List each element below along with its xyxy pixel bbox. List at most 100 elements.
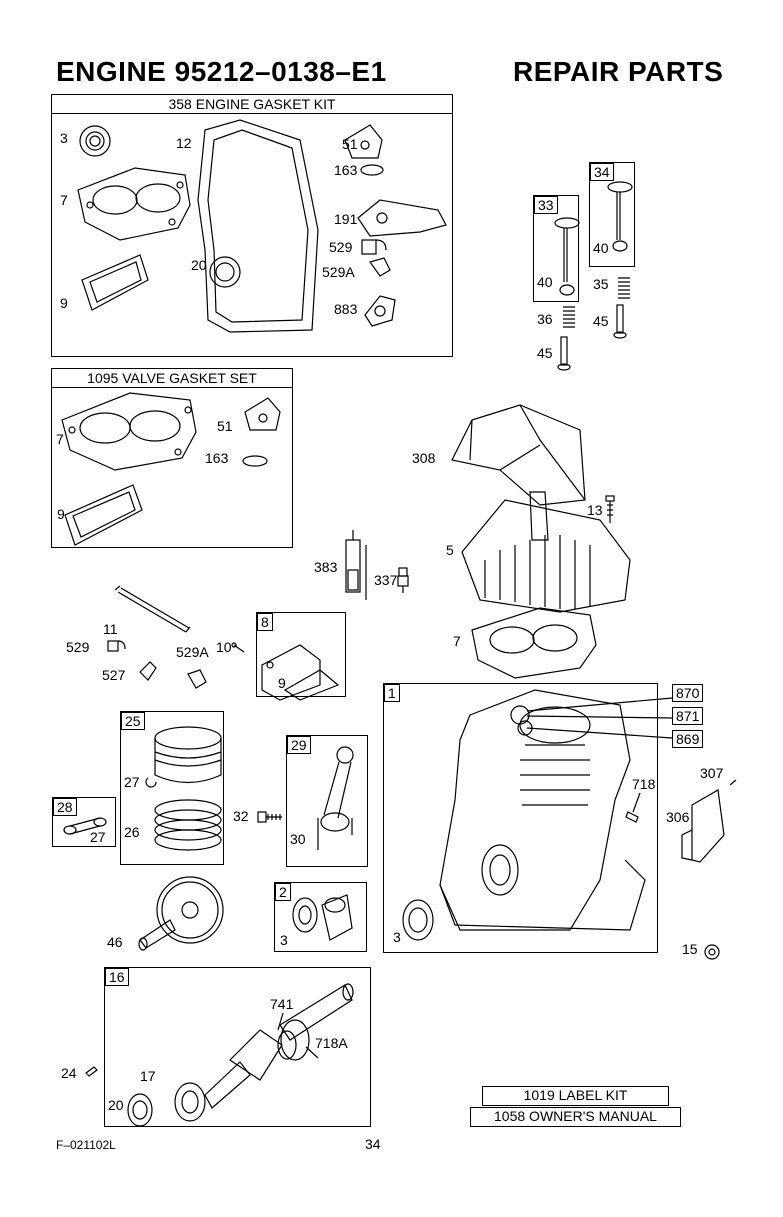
head-gasket-3-icon bbox=[471, 607, 597, 679]
gasket-51b-icon bbox=[244, 397, 281, 431]
valve-gasket-set-label: 1095 VALVE GASKET SET bbox=[52, 369, 292, 388]
part-tag: 1 bbox=[384, 684, 400, 702]
part-label: 718 bbox=[632, 776, 656, 792]
dipstick-tube-icon bbox=[114, 585, 191, 633]
page-title: ENGINE 95212–0138–E1 bbox=[56, 56, 387, 87]
part-label: 12 bbox=[176, 135, 192, 151]
piston-pin-group-box bbox=[52, 797, 116, 847]
bearing-group-box bbox=[274, 882, 367, 952]
part-tag: 34 bbox=[590, 163, 614, 181]
bolt-13-icon bbox=[605, 495, 615, 523]
part-label: 20 bbox=[191, 257, 207, 273]
screw-10-icon bbox=[231, 642, 245, 653]
part-tag: 8 bbox=[257, 613, 273, 631]
retainer-27a-icon bbox=[145, 777, 157, 788]
part-label: 32 bbox=[233, 808, 249, 824]
part-label: 36 bbox=[537, 311, 553, 327]
part-label: 308 bbox=[412, 450, 436, 466]
elbow-529b-icon bbox=[107, 640, 126, 652]
piston-rings-icon bbox=[154, 799, 222, 851]
part-label: 30 bbox=[290, 831, 306, 847]
part-label: 11 bbox=[103, 621, 118, 637]
piston-icon bbox=[154, 726, 222, 784]
part-label: 35 bbox=[593, 276, 609, 292]
part-label: 51 bbox=[342, 136, 358, 152]
part-tag: 28 bbox=[53, 798, 77, 816]
camshaft-icon bbox=[138, 876, 224, 951]
part-label: 9 bbox=[57, 506, 65, 522]
short-block-icon bbox=[439, 689, 673, 931]
intake-valve-icon bbox=[554, 217, 580, 296]
engine-gasket-kit-label: 358 ENGINE GASKET KIT bbox=[52, 95, 452, 114]
cylinder-head-icon bbox=[461, 491, 631, 613]
valve-spring-35-icon bbox=[618, 277, 630, 299]
part-label: 26 bbox=[124, 824, 140, 840]
head-gasket-icon bbox=[77, 167, 191, 241]
part-label: 7 bbox=[56, 431, 64, 447]
part-tag: 870 bbox=[672, 684, 704, 702]
spark-plug-icon bbox=[397, 567, 409, 593]
connecting-rod-group-box bbox=[286, 735, 368, 867]
part-label: 17 bbox=[140, 1068, 156, 1084]
elbow-529A-icon bbox=[369, 257, 391, 277]
breather-group-box bbox=[256, 612, 346, 697]
tappet-45a-icon bbox=[557, 336, 571, 371]
shroud-308-icon bbox=[451, 404, 586, 506]
crankcase-gasket-icon bbox=[197, 119, 319, 333]
exhaust-valve-group-box bbox=[589, 162, 635, 267]
part-tag: 871 bbox=[672, 707, 704, 725]
part-label: 10 bbox=[216, 639, 232, 655]
part-label: 27 bbox=[124, 774, 140, 790]
screw-307-icon bbox=[729, 779, 737, 786]
part-label: 527 bbox=[102, 667, 126, 683]
bearing-2-icon bbox=[292, 894, 353, 941]
gasket-163b-icon bbox=[242, 455, 268, 467]
elbow-529-icon bbox=[361, 239, 387, 255]
intake-valve-group-box bbox=[533, 195, 579, 302]
valve-cover-gasket-icon bbox=[81, 254, 149, 311]
part-tag: 33 bbox=[534, 196, 558, 214]
part-label: 337 bbox=[374, 572, 398, 588]
label-kit-box: 1019 LABEL KIT bbox=[482, 1086, 669, 1106]
gasket-883-icon bbox=[364, 295, 396, 327]
elbow-529Ab-icon bbox=[187, 669, 207, 689]
part-tag: 25 bbox=[121, 712, 145, 730]
gasket-191-icon bbox=[357, 199, 447, 237]
part-label: 9 bbox=[278, 675, 286, 691]
part-label: 20 bbox=[108, 1097, 124, 1113]
part-label: 9 bbox=[60, 295, 68, 311]
part-label: 529 bbox=[66, 639, 90, 655]
valve-gasket-set-box: 1095 VALVE GASKET SET bbox=[51, 368, 293, 548]
piston-group-box bbox=[120, 711, 224, 865]
crankshaft-icon bbox=[204, 983, 354, 1109]
part-label: 163 bbox=[205, 450, 229, 466]
part-label: 40 bbox=[593, 240, 609, 256]
key-24-icon bbox=[85, 1066, 98, 1077]
part-label: 3 bbox=[280, 932, 288, 948]
engine-gasket-kit-box: 358 ENGINE GASKET KIT bbox=[51, 94, 453, 357]
crankshaft-group-box bbox=[104, 967, 371, 1127]
short-block-group-box bbox=[383, 683, 658, 953]
piston-pin-icon bbox=[63, 817, 107, 835]
gasket-51-icon bbox=[344, 124, 383, 159]
part-label: 163 bbox=[334, 162, 358, 178]
part-label: 13 bbox=[587, 502, 603, 518]
shield-306-icon bbox=[681, 789, 725, 863]
part-15-icon bbox=[704, 944, 720, 960]
part-label: 51 bbox=[217, 418, 233, 434]
ignition-armature-icon bbox=[345, 530, 367, 600]
part-label: 741 bbox=[270, 996, 294, 1012]
bearing-17-icon bbox=[174, 1082, 206, 1122]
part-label: 529A bbox=[176, 644, 209, 660]
owners-manual-box: 1058 OWNER'S MANUAL bbox=[470, 1107, 681, 1127]
part-label: 7 bbox=[60, 192, 68, 208]
pin-718-icon bbox=[625, 792, 641, 823]
document-code: F–021102L bbox=[56, 1138, 116, 1152]
page-number: 34 bbox=[365, 1136, 381, 1152]
part-label: 40 bbox=[537, 274, 553, 290]
part-label: 46 bbox=[107, 934, 123, 950]
part-label: 7 bbox=[453, 633, 461, 649]
part-tag: 16 bbox=[105, 968, 129, 986]
valve-cover-gasket-2-icon bbox=[64, 484, 143, 546]
